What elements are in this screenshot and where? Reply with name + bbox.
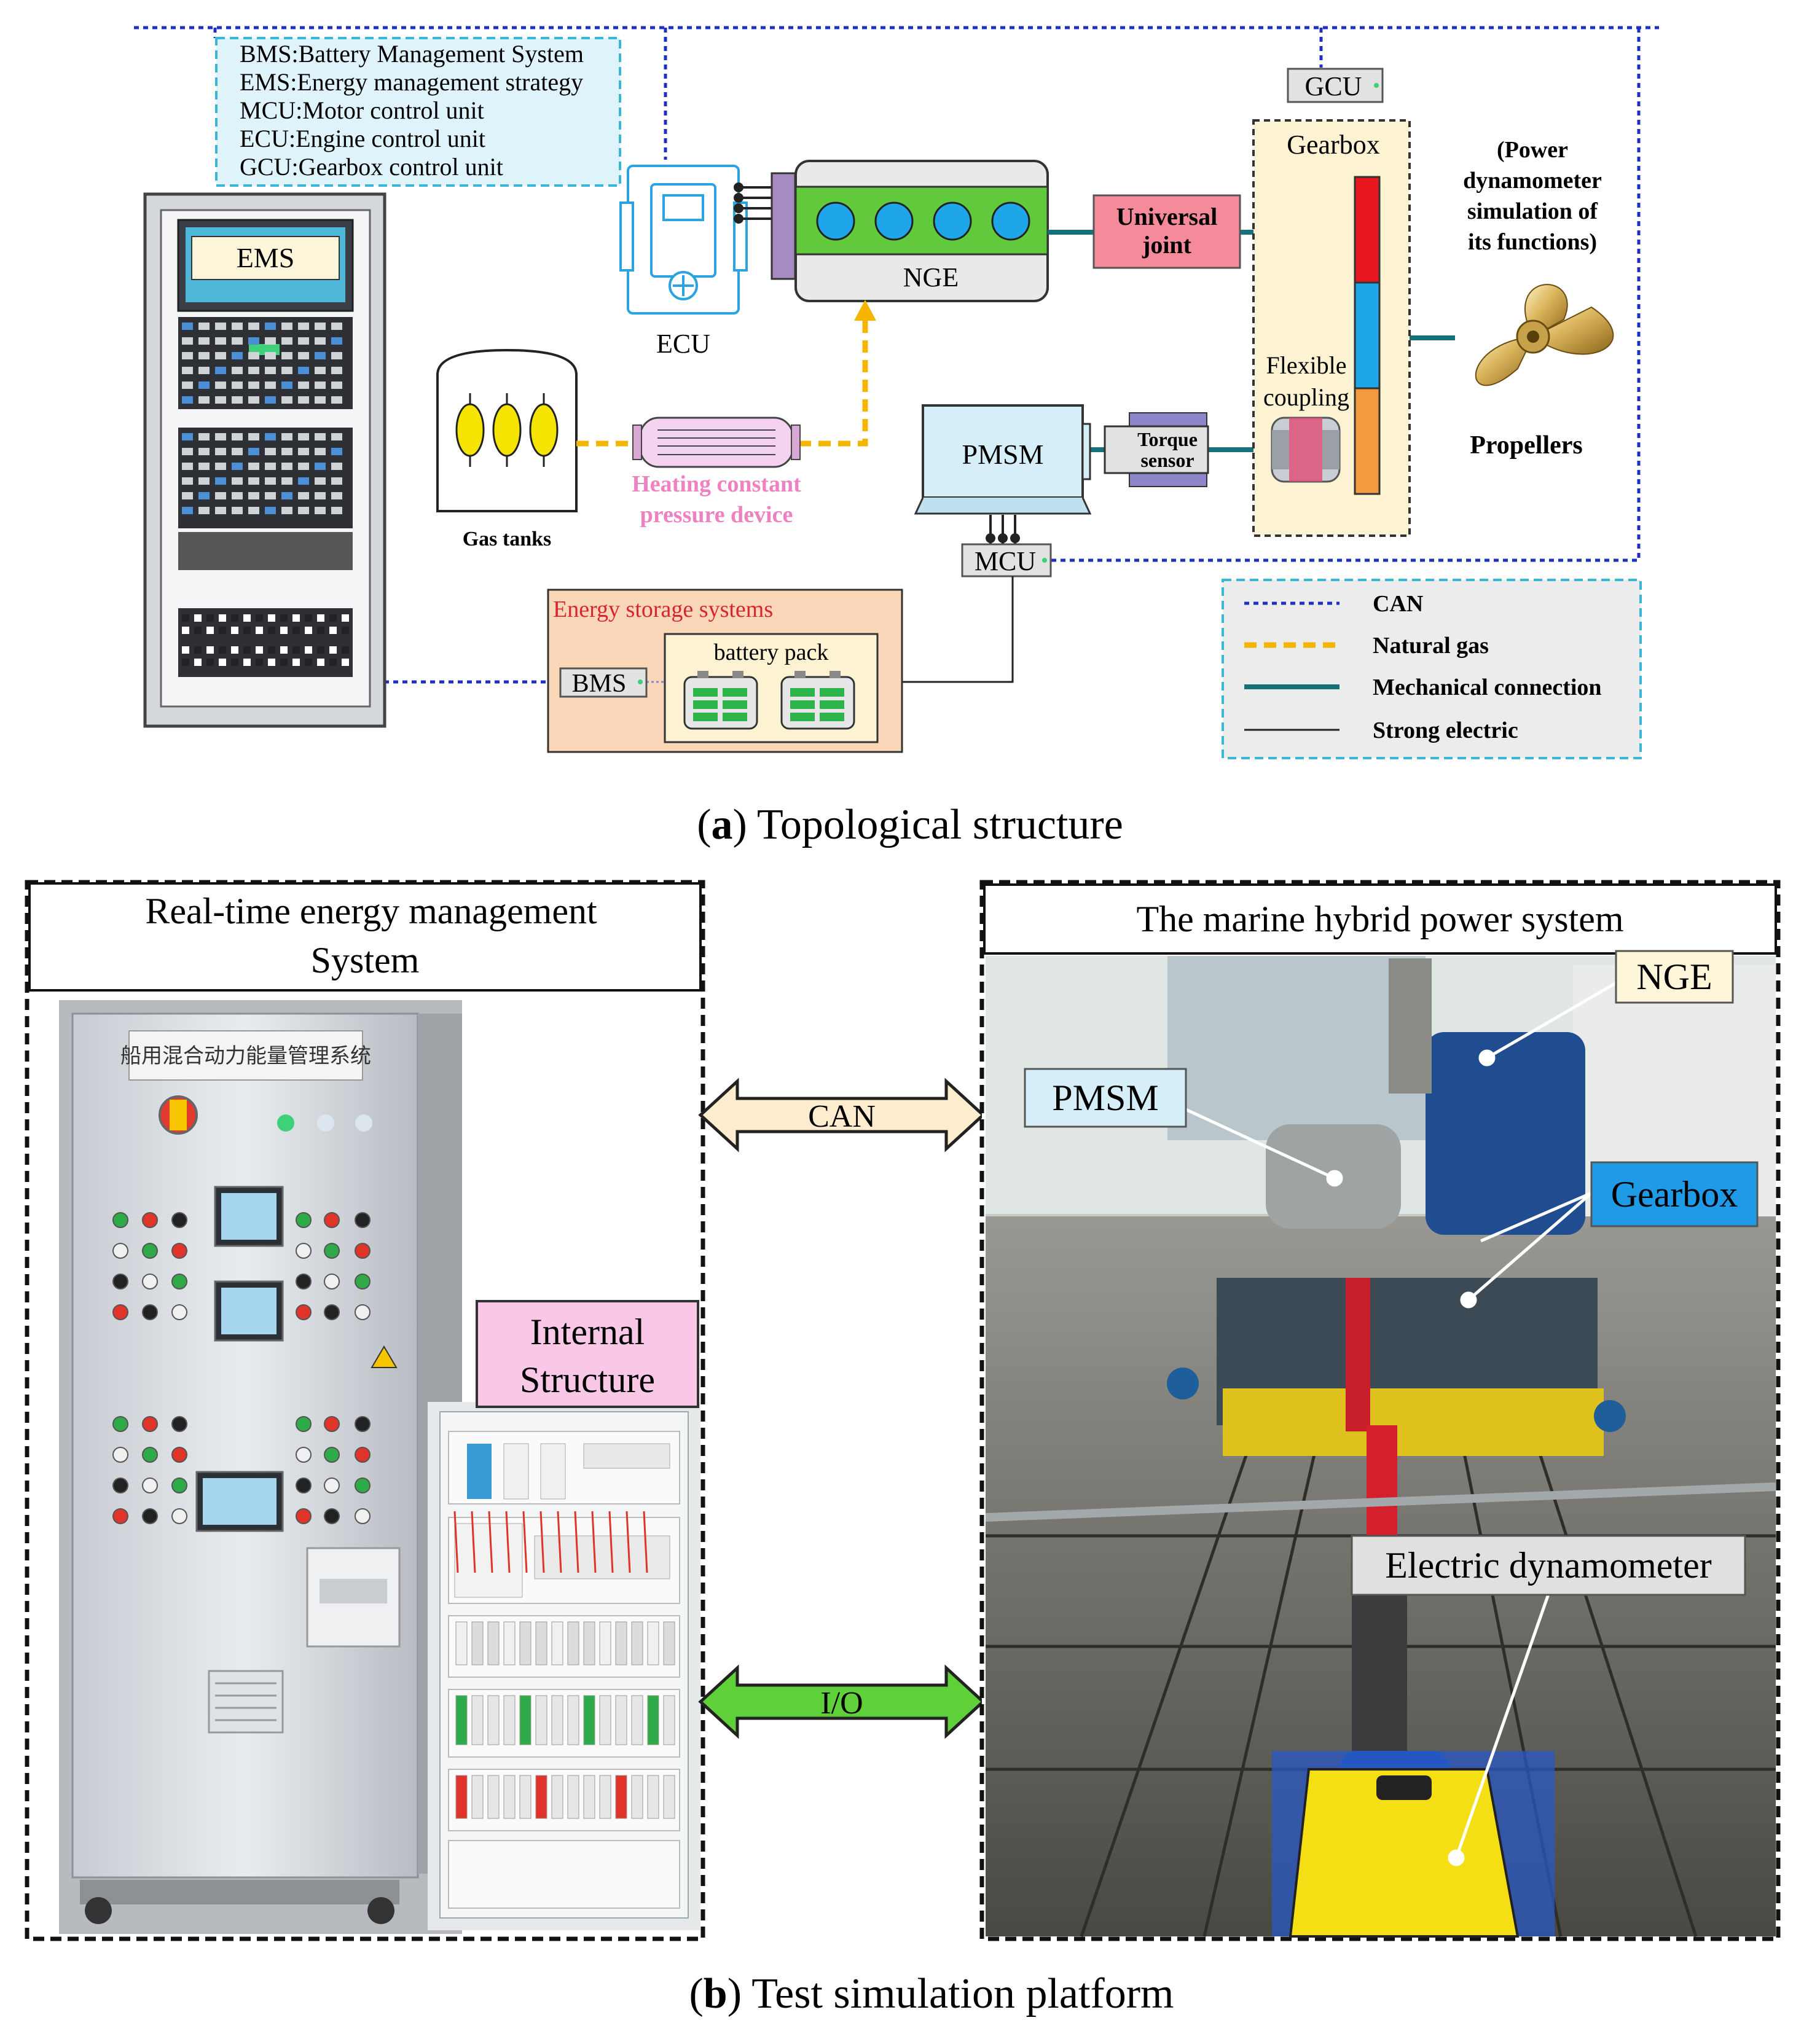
power-dyn-note-2: dynamometer xyxy=(1463,168,1602,194)
flexible-coupling-label-2: coupling xyxy=(1263,383,1349,411)
legend-natural-gas: Natural gas xyxy=(1373,633,1489,659)
ecu-label: ECU xyxy=(656,329,710,359)
cabinet-buttons xyxy=(112,1212,371,1524)
heating-device-label-2: pressure device xyxy=(640,502,793,528)
photo-gearbox-label-box xyxy=(1590,1161,1759,1227)
internal-structure-label-2: Structure xyxy=(520,1360,655,1400)
ecu-engine-wiring xyxy=(734,182,771,224)
pmsm-label: PMSM xyxy=(962,439,1044,470)
ems-label: EMS xyxy=(237,242,295,273)
gcu-unit xyxy=(1287,68,1384,103)
abbrev-line-2: EMS:Energy management strategy xyxy=(240,68,583,96)
photo-pmsm-label-box xyxy=(1024,1068,1187,1128)
nge-label: NGE xyxy=(903,262,959,292)
cabinet-sign: 船用混合动力能量管理系统 xyxy=(120,1044,371,1068)
caption-b: (b) Test simulation platform xyxy=(689,1970,1174,2017)
power-dyn-note-3: simulation of xyxy=(1467,198,1599,224)
can-arrow-label: CAN xyxy=(808,1099,876,1134)
propellers-label: Propellers xyxy=(1470,431,1583,460)
mcu-wiring xyxy=(986,515,1020,544)
natural-gas-arrowhead xyxy=(854,300,876,321)
abbrev-line-5: GCU:Gearbox control unit xyxy=(240,153,503,181)
bms-label: BMS xyxy=(572,670,627,698)
universal-joint-label-1: Universal xyxy=(1116,203,1217,230)
natural-gas-line xyxy=(576,319,868,447)
battery-icons xyxy=(683,671,855,730)
abbrev-line-1: BMS:Battery Management System xyxy=(240,40,584,68)
strong-electric-line xyxy=(877,576,1014,683)
propeller-icon xyxy=(1475,284,1614,386)
photo-electric-dyn-label-box xyxy=(1351,1535,1746,1596)
ecu-unit xyxy=(619,165,748,315)
gearbox-label: Gearbox xyxy=(1287,130,1380,160)
gas-tanks-label: Gas tanks xyxy=(463,528,552,550)
torque-sensor-label-1: Torque xyxy=(1137,428,1198,450)
torque-sensor-label-2: sensor xyxy=(1140,449,1194,471)
rack-equipment-detail xyxy=(182,323,349,666)
universal-joint xyxy=(1092,194,1241,269)
mcu-unit xyxy=(961,543,1052,577)
legend-mechanical: Mechanical connection xyxy=(1373,675,1602,700)
legend-box xyxy=(1222,579,1642,759)
photo-electric-dyn-label: Electric dynamometer xyxy=(1385,1545,1711,1586)
battery-pack-label: battery pack xyxy=(714,640,829,665)
abbreviation-box: BMS:Battery Management System EMS:Energy… xyxy=(215,37,621,187)
can-bus-lines xyxy=(134,26,1659,684)
heating-device xyxy=(632,417,801,468)
gas-tanks xyxy=(436,348,578,512)
internal-structure-label-box xyxy=(476,1300,699,1408)
internal-wiring-detail xyxy=(453,1511,675,1819)
universal-joint-label-2: joint xyxy=(1142,231,1192,259)
io-arrow-label: I/O xyxy=(820,1686,863,1721)
ems-rack-cabinet: EMS xyxy=(143,192,386,728)
left-panel-title-1: Real-time energy management xyxy=(145,891,597,931)
left-panel-title-2: System xyxy=(311,940,420,980)
photo-gearbox-label: Gearbox xyxy=(1611,1174,1738,1215)
nge-engine xyxy=(771,160,1049,302)
energy-storage-label: Energy storage systems xyxy=(553,597,773,622)
gearbox-shaft-stack xyxy=(1354,176,1381,495)
abbrev-line-3: MCU:Motor control unit xyxy=(240,96,484,124)
bms-unit xyxy=(559,667,648,698)
power-dyn-note-4: its functions) xyxy=(1468,229,1597,255)
left-panel-title-box xyxy=(28,882,702,992)
right-panel-title: The marine hybrid power system xyxy=(1136,899,1623,939)
photo-label-pointers xyxy=(1185,981,1617,1866)
power-dyn-note-1: (Power xyxy=(1497,137,1568,163)
internal-structure-label-1: Internal xyxy=(530,1312,645,1352)
flexible-coupling xyxy=(1271,417,1341,483)
cabinet-photo xyxy=(59,1000,462,1934)
right-panel-title-box xyxy=(983,883,1777,955)
photo-nge-label-box xyxy=(1615,950,1734,1004)
caption-a: (a) Topological structure xyxy=(697,801,1123,848)
legend-strong-electric: Strong electric xyxy=(1373,718,1518,743)
torque-sensor xyxy=(1104,412,1209,487)
flexible-coupling-label-1: Flexible xyxy=(1266,351,1346,379)
gcu-label: GCU xyxy=(1305,71,1362,101)
internal-structure-photo xyxy=(428,1402,700,1930)
heating-device-label-1: Heating constant xyxy=(632,471,801,497)
abbrev-line-4: ECU:Engine control unit xyxy=(240,125,485,152)
photo-nge-label: NGE xyxy=(1636,957,1712,997)
mcu-label: MCU xyxy=(975,546,1036,576)
legend-can: CAN xyxy=(1373,591,1423,617)
photo-pmsm-label: PMSM xyxy=(1052,1078,1158,1118)
pmsm-motor xyxy=(914,404,1092,515)
